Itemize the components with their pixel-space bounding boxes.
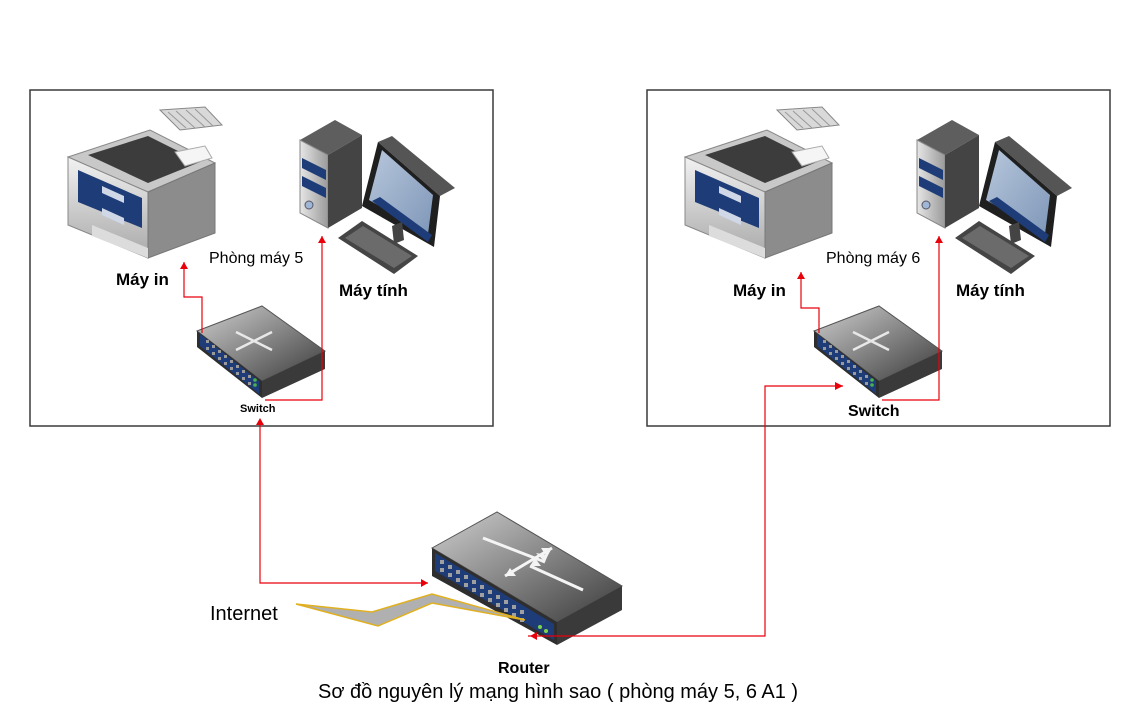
printer-icon bbox=[684, 106, 840, 259]
computer-label: Máy tính bbox=[339, 281, 408, 300]
computer-icon bbox=[916, 119, 1073, 275]
printer-icon bbox=[67, 106, 223, 259]
printer-label: Máy in bbox=[116, 270, 169, 289]
switch-icon bbox=[812, 304, 944, 400]
switch-label: Switch bbox=[848, 403, 900, 420]
switch-label: Switch bbox=[240, 403, 276, 415]
computer-icon bbox=[299, 119, 456, 275]
switch-icon bbox=[195, 304, 327, 400]
room-label: Phòng máy 5 bbox=[209, 250, 303, 267]
room-6-wires bbox=[797, 236, 943, 401]
internet-label: Internet bbox=[210, 603, 278, 625]
room-5-frame bbox=[29, 89, 494, 427]
printer-label: Máy in bbox=[733, 281, 786, 300]
computer-label: Máy tính bbox=[956, 281, 1025, 300]
room-label: Phòng máy 6 bbox=[826, 250, 920, 267]
router-label: Router bbox=[498, 660, 550, 677]
lightning-icon bbox=[295, 593, 526, 627]
uplink-wires bbox=[256, 382, 843, 640]
room-6: Máy in Phòng máy 6 Máy tính Switch bbox=[646, 89, 1111, 427]
diagram-caption: Sơ đồ nguyên lý mạng hình sao ( phòng má… bbox=[318, 681, 798, 703]
room-5: Máy in Phòng máy 5 Máy tính Switch bbox=[29, 89, 494, 427]
room-5-wires bbox=[180, 236, 326, 401]
router-icon bbox=[430, 511, 624, 645]
room-6-frame bbox=[646, 89, 1111, 427]
